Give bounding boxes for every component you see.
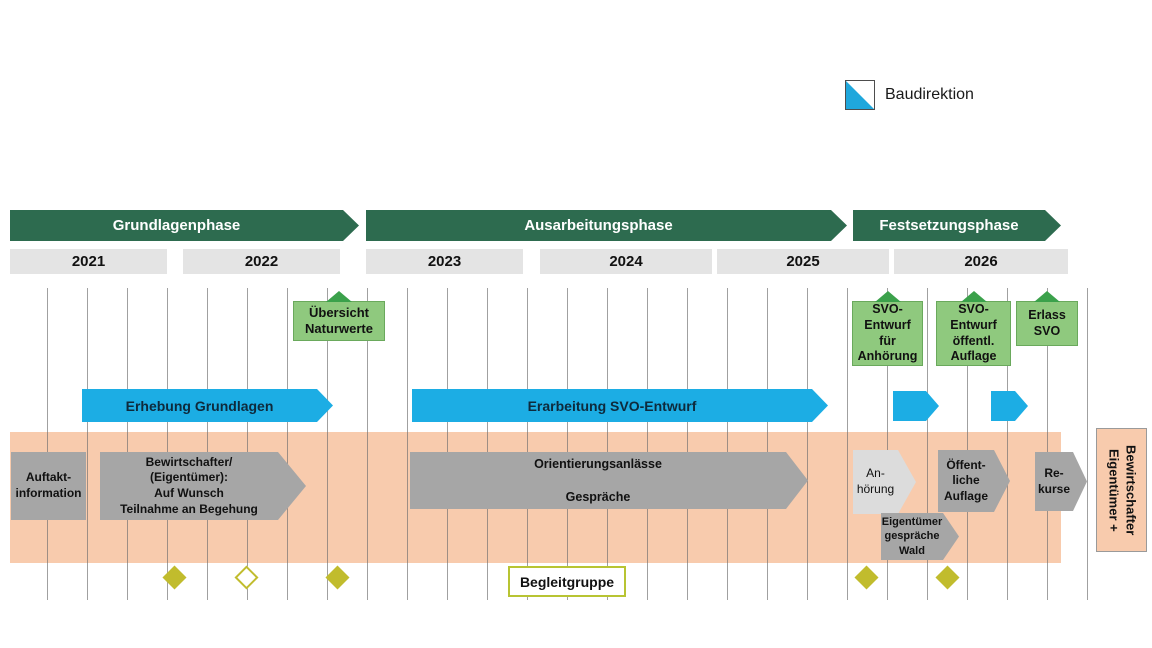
begleitgruppe-label: Begleitgruppe <box>519 573 615 590</box>
milestone-svo-entwurf-auflage: SVO- Entwurf öffentl. Auflage <box>936 291 1011 366</box>
gray-label: Bewirtschafter/ (Eigentümer): Auf Wunsch… <box>120 454 258 516</box>
year-label: 2023 <box>427 253 462 270</box>
year-label: 2024 <box>609 253 643 270</box>
activity-label: Erhebung Grundlagen <box>125 397 274 414</box>
gray-label: An- hörung <box>856 466 895 496</box>
gray-orientierungsanlaesse: Orientierungsanlässe Gespräche <box>410 452 808 509</box>
gray-label: Auftakt- information <box>15 470 82 500</box>
side-label-eigentuemer-bewirtschafter: Eigentümer + Bewirtschafter <box>1096 428 1147 552</box>
phase-label: Festsetzungsphase <box>879 217 1019 234</box>
year-label: 2025 <box>786 253 820 270</box>
phase-label: Grundlagenphase <box>112 217 241 234</box>
year-2025: 2025 <box>717 249 889 274</box>
begleitgruppe-box: Begleitgruppe <box>508 566 626 597</box>
gray-eigentuemergespraeche-wald: Eigentümer gespräche Wald <box>881 513 959 560</box>
milestone-uebersicht-naturwerte: Übersicht Naturwerte <box>293 291 385 341</box>
milestone-triangle-icon <box>326 291 352 302</box>
milestone-label: SVO- Entwurf öffentl. Auflage <box>950 302 997 364</box>
gray-label: Re- kurse <box>1037 465 1071 496</box>
milestone-triangle-icon <box>1034 291 1060 302</box>
activity-erarbeitung-svo-entwurf: Erarbeitung SVO-Entwurf <box>412 389 828 422</box>
year-2023: 2023 <box>366 249 523 274</box>
milestone-label: SVO- Entwurf für Anhörung <box>857 302 918 364</box>
milestone-triangle-icon <box>960 291 987 302</box>
gray-bewirtschafter-begehung: Bewirtschafter/ (Eigentümer): Auf Wunsch… <box>100 452 306 520</box>
year-2026: 2026 <box>894 249 1068 274</box>
legend: Baudirektion <box>845 80 974 110</box>
phase-festsetzungsphase: Festsetzungsphase <box>853 210 1061 241</box>
phase-ausarbeitungsphase: Ausarbeitungsphase <box>366 210 847 241</box>
year-2024: 2024 <box>540 249 712 274</box>
legend-label: Baudirektion <box>885 86 974 103</box>
gray-oeffentliche-auflage: Öffent- liche Auflage <box>938 450 1010 512</box>
milestone-erlass-svo: Erlass SVO <box>1016 291 1078 346</box>
milestone-label: Übersicht Naturwerte <box>305 304 373 336</box>
milestone-label: Erlass SVO <box>1028 307 1066 338</box>
gray-auftaktinformation: Auftakt- information <box>11 452 86 520</box>
phase-label: Ausarbeitungsphase <box>524 217 673 234</box>
gray-label: Öffent- liche Auflage <box>943 457 988 503</box>
activity-erhebung-grundlagen: Erhebung Grundlagen <box>82 389 333 422</box>
phase-grundlagenphase: Grundlagenphase <box>10 210 359 241</box>
year-label: 2026 <box>964 253 998 270</box>
year-2021: 2021 <box>10 249 167 274</box>
milestone-triangle-icon <box>874 291 901 302</box>
gray-label: Orientierungsanlässe Gespräche <box>534 457 662 504</box>
milestone-svo-entwurf-anhoerung: SVO- Entwurf für Anhörung <box>852 291 923 366</box>
year-label: 2022 <box>244 253 279 270</box>
year-2022: 2022 <box>183 249 340 274</box>
gray-label: Eigentümer gespräche Wald <box>881 516 943 557</box>
year-label: 2021 <box>71 253 106 270</box>
side-label-text: Eigentümer + Bewirtschafter <box>1106 444 1139 536</box>
zurich-flag-icon <box>845 80 875 110</box>
activity-label: Erarbeitung SVO-Entwurf <box>527 397 697 414</box>
